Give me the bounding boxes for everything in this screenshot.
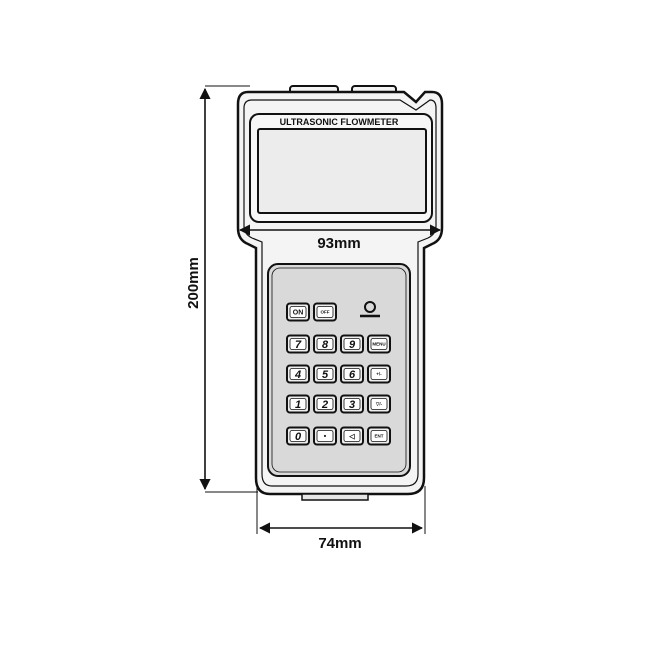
key-row3-1[interactable]: 5 [313,364,337,384]
key-label: ▽/- [375,402,383,407]
key-label: • [324,434,327,441]
brand-label: ULTRASONIC FLOWMETER [280,117,399,127]
key-label: 9 [349,339,356,351]
display-area: ULTRASONIC FLOWMETER [249,113,433,223]
key-row3-2[interactable]: 6 [340,364,364,384]
height-label: 200mm [185,257,202,309]
lcd-screen [257,128,427,214]
top-width-label: 93mm [317,235,360,252]
key-row5-2[interactable]: ◁ [340,426,364,446]
height-dimension: 200mm [185,85,258,493]
key-label: 1 [295,399,301,411]
sensor-icon [360,301,380,318]
top-width-dimension: 93mm [238,224,442,252]
key-label: 3 [349,399,355,411]
bottom-width-dimension: 74mm [256,486,426,552]
key-label: +/- [376,372,382,377]
key-label: 8 [322,339,329,351]
key-label: 7 [295,339,302,351]
bottom-width-label: 74mm [318,535,361,552]
key-row1-0[interactable]: ON [286,302,310,322]
key-row2-0[interactable]: 7 [286,334,310,354]
key-row4-3[interactable]: ▽/- [367,394,391,414]
key-label: 4 [294,369,301,381]
key-row5-0[interactable]: 0 [286,426,310,446]
key-label: 2 [321,399,328,411]
key-label: ENT [375,434,384,439]
key-row5-3[interactable]: ENT [367,426,391,446]
key-row2-3[interactable]: MENU [367,334,391,354]
key-row4-1[interactable]: 2 [313,394,337,414]
key-label: ON [293,310,304,317]
keypad-keys: ON OFF 7 8 9 MENU 4 5 6 +/- 1 2 3 ▽/- 0 • ◁ ENT [286,302,391,446]
key-row3-0[interactable]: 4 [286,364,310,384]
key-label: MENU [372,342,385,347]
key-label: 5 [322,369,329,381]
bottom-foot [301,493,369,501]
key-row3-3[interactable]: +/- [367,364,391,384]
key-row2-2[interactable]: 9 [340,334,364,354]
key-row2-1[interactable]: 8 [313,334,337,354]
key-row4-2[interactable]: 3 [340,394,364,414]
housing-inner-line [243,99,437,487]
key-label: ◁ [348,434,355,441]
key-label: OFF [321,310,330,315]
key-label: 6 [349,369,356,381]
key-row1-1[interactable]: OFF [313,302,337,322]
key-row4-0[interactable]: 1 [286,394,310,414]
key-row5-1[interactable]: • [313,426,337,446]
key-label: 0 [295,431,302,443]
